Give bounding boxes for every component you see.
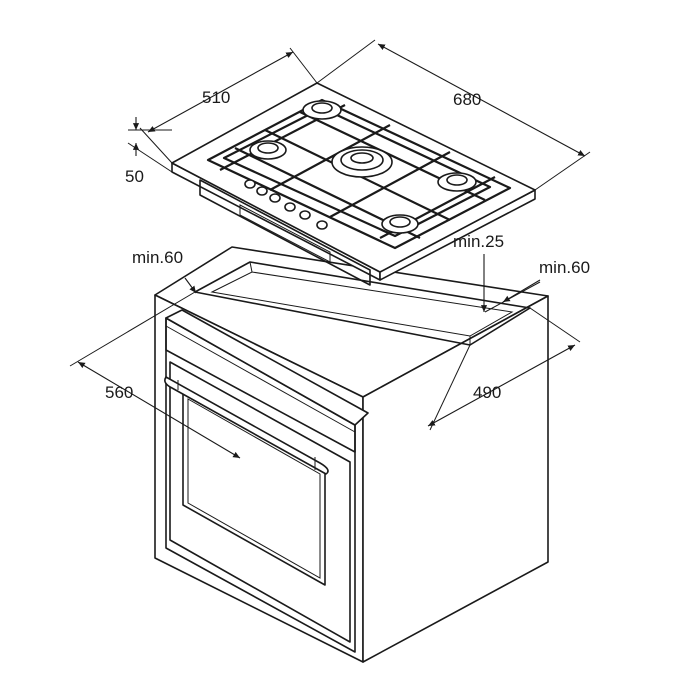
control-knobs [244,179,328,230]
label-min-right: min.60 [539,258,590,277]
knob-5 [299,210,311,220]
dimension-lines [69,39,591,459]
label-hob-height: 50 [125,167,144,186]
label-min-left: min.60 [132,248,183,267]
burner-back-left [302,100,342,120]
burner-back-right [437,172,477,192]
label-cutout-width: 560 [105,383,133,402]
knob-3 [269,193,281,203]
knob-4 [284,202,296,212]
label-hob-depth: 510 [202,88,230,107]
knob-6 [316,220,328,230]
burner-center-wok [331,146,393,178]
label-min-back: min.25 [453,232,504,251]
knob-2 [256,186,268,196]
burner-front-left [249,140,287,160]
knob-1 [244,179,256,189]
burner-front-right [381,214,419,234]
label-cutout-depth: 490 [473,383,501,402]
label-hob-width: 680 [453,90,481,109]
